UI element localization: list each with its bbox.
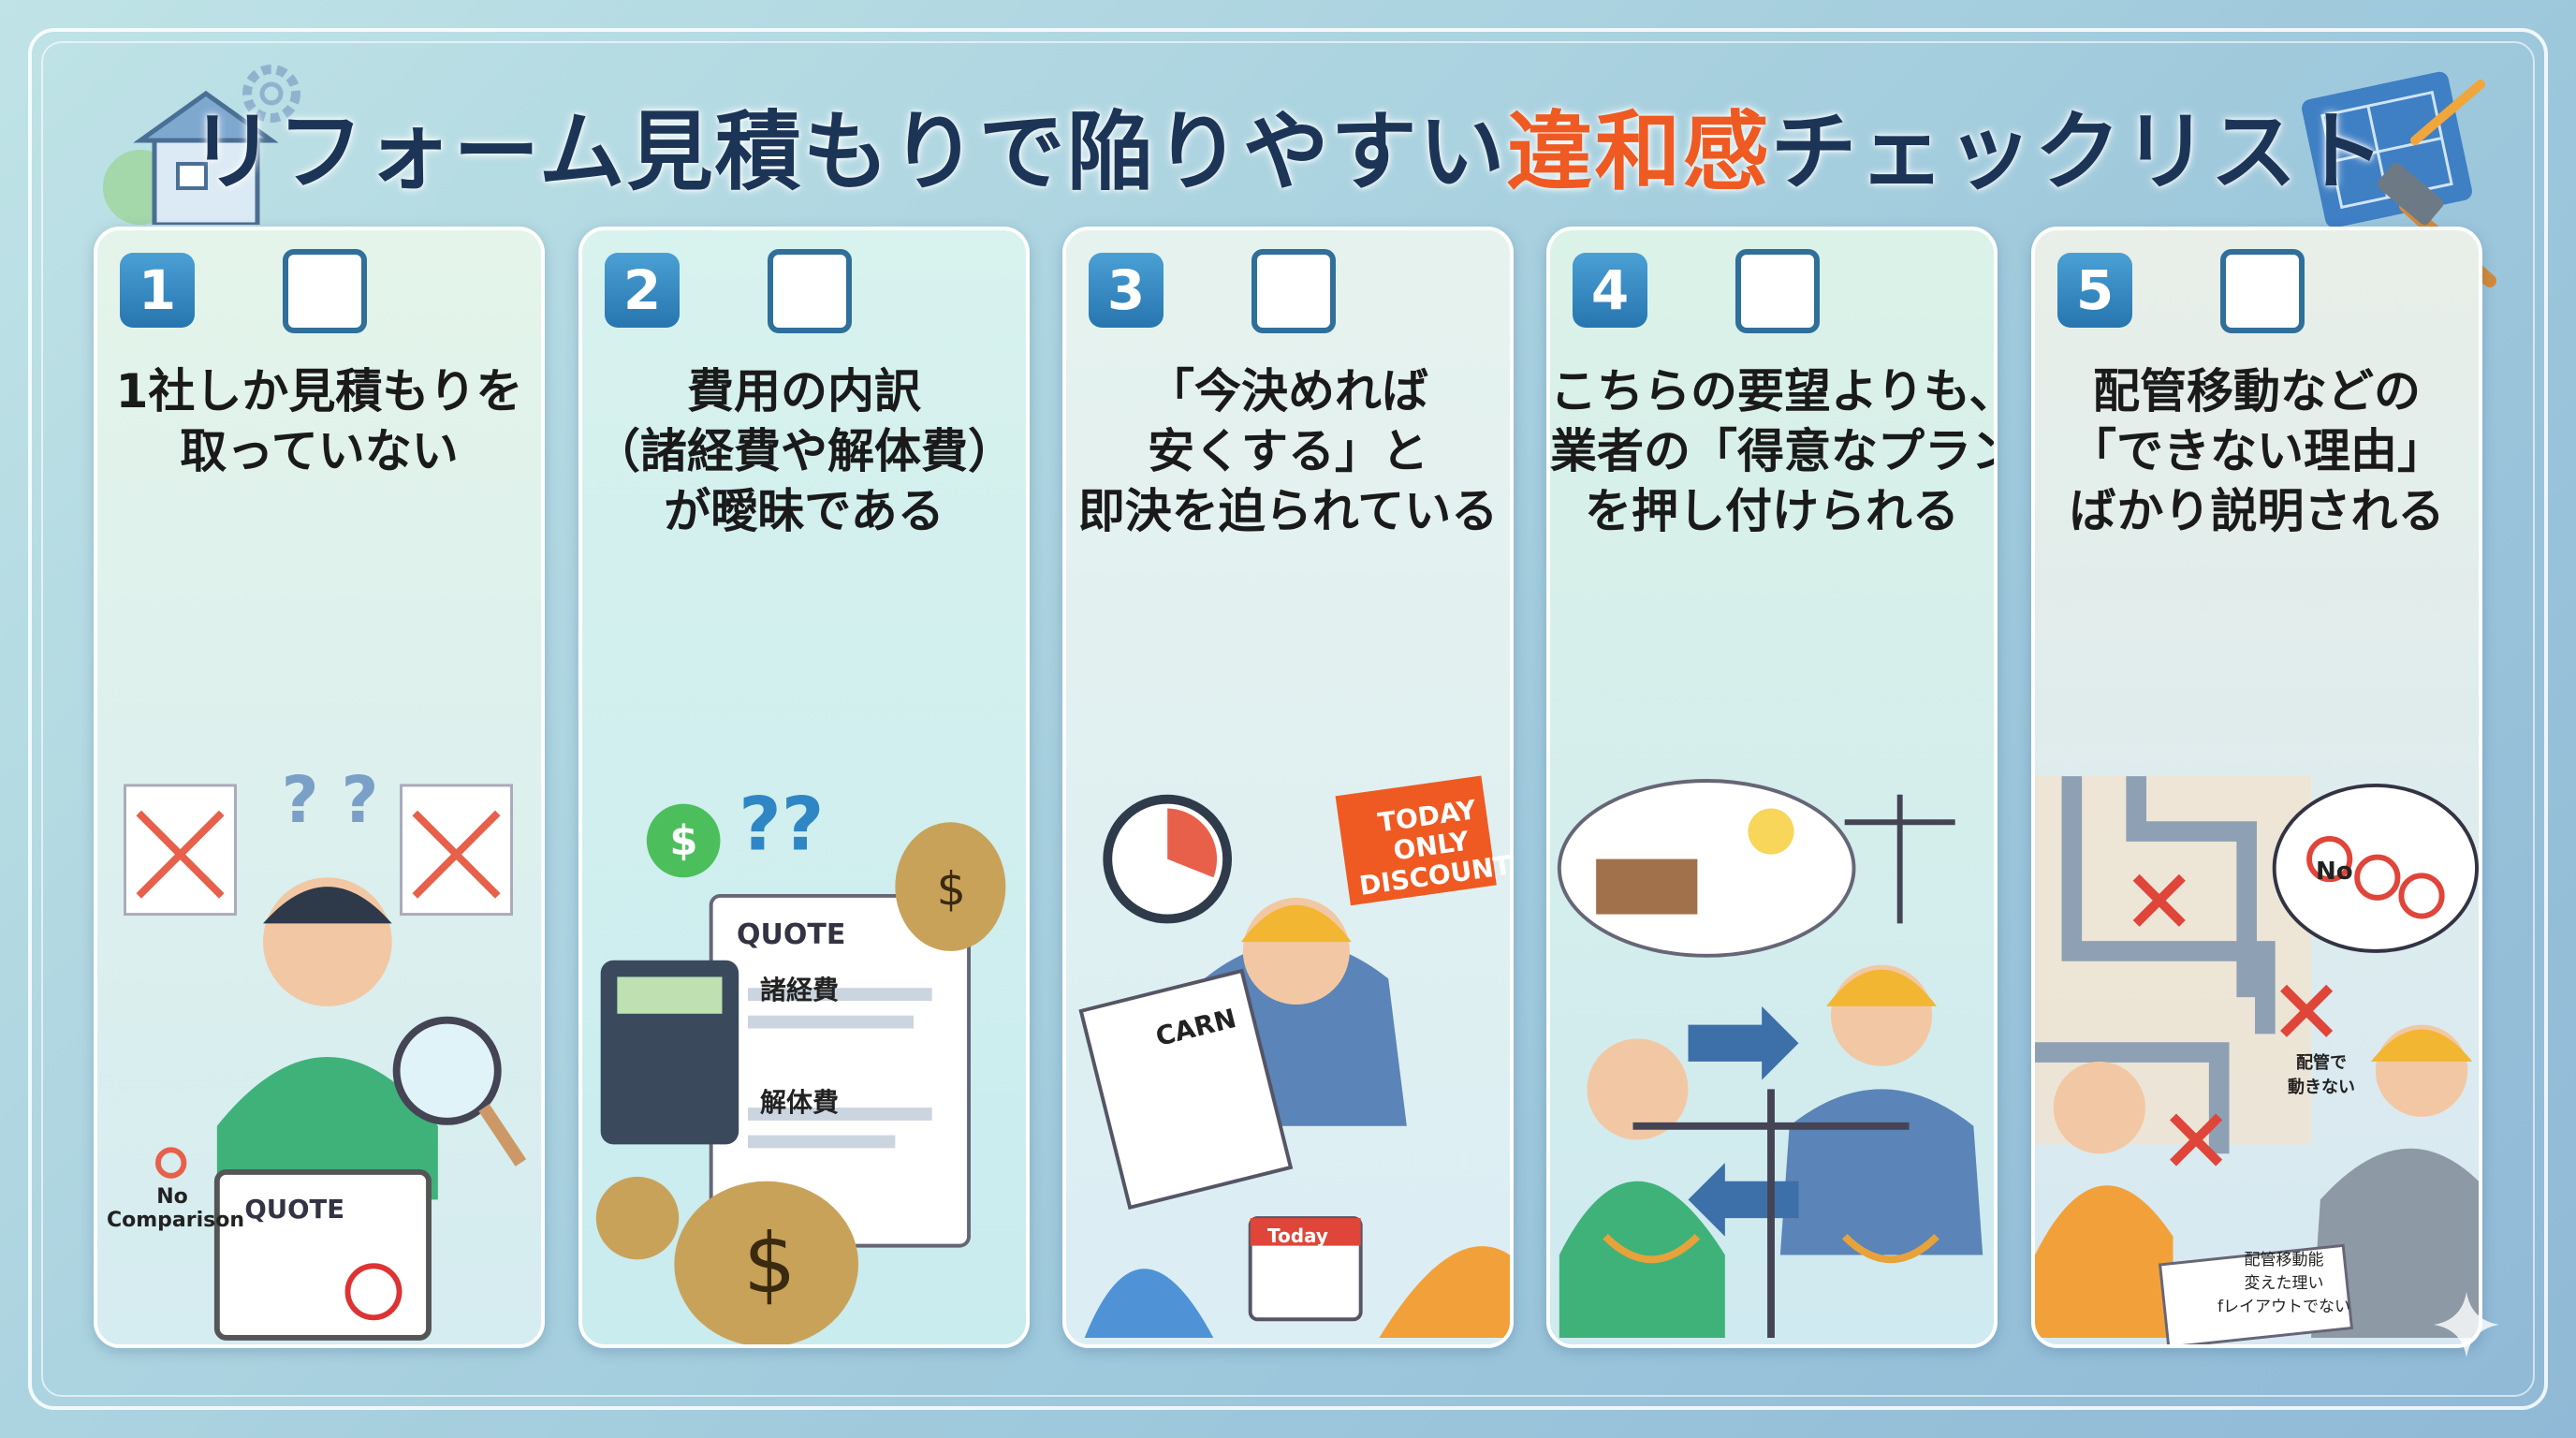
checkbox[interactable] — [768, 249, 852, 333]
crossed-quote-icon — [400, 784, 514, 917]
checkbox[interactable] — [1251, 249, 1336, 333]
money-bag-icon — [595, 1176, 680, 1260]
arrow-icon — [1688, 1005, 1799, 1080]
no-sign-icon — [2306, 835, 2445, 919]
item-heading: 費用の内訳（諸経費や解体費）が曖昧である — [593, 364, 1015, 538]
demolition-cost-label: 解体費 — [760, 1087, 840, 1118]
item-number-badge: 5 — [2057, 253, 2132, 328]
inner-frame — [41, 41, 2535, 1397]
checkbox[interactable] — [1735, 249, 1820, 333]
sparkle-icon — [2434, 1292, 2499, 1357]
svg-text:? ?: ? ? — [282, 763, 379, 838]
item-heading: こちらの要望よりも、業者の「得意なプラン」を押し付けられる — [1550, 364, 1998, 538]
item-heading: 配管移動などの「できない理由」ばかり説明される — [2069, 364, 2445, 538]
item-number-badge: 4 — [1573, 253, 1647, 328]
checklist-card-2: 2 費用の内訳（諸経費や解体費）が曖昧である $ ?? $ $ QUOTE 諸経… — [578, 227, 1030, 1348]
svg-text:??: ?? — [739, 782, 824, 868]
crossed-quote-icon — [124, 784, 237, 917]
money-bag-icon — [895, 822, 1006, 951]
no-comparison-label: No Comparison — [107, 1185, 245, 1232]
dollar-coin-icon — [646, 803, 721, 878]
quote-label: QUOTE — [244, 1195, 344, 1225]
title-main: リフォーム見積もりで陥りやすい — [189, 102, 1507, 202]
item-number-badge: 2 — [605, 253, 680, 328]
no-sign-label: No — [2316, 858, 2353, 886]
illustration-cannot-reasons — [2035, 776, 2479, 1344]
illustration-vague-breakdown: $ ?? $ $ — [595, 782, 1006, 1344]
title-highlight: 違和感 — [1506, 102, 1771, 202]
cross-mark-icon — [2170, 1113, 2223, 1167]
cross-mark-icon — [2280, 984, 2334, 1037]
lightbulb-icon — [1748, 808, 1794, 855]
svg-text:$: $ — [743, 1215, 796, 1312]
caption-label: 配管移動能 変えた理い fレイアウトでない — [2217, 1251, 2350, 1316]
svg-text:$: $ — [669, 818, 697, 865]
balance-scale-icon — [1603, 1089, 1939, 1338]
item-heading: 1社しか見積もりを取っていない — [115, 364, 523, 478]
worker-speech-label: 配管で 動きない — [2288, 1053, 2355, 1097]
illustration-pushed-plan — [1557, 779, 1983, 1338]
arrow-icon — [1688, 1163, 1799, 1237]
checklist-card-1: 1 1社しか見積もりを取っていない ? ? QUOTE No Compariso… — [94, 227, 545, 1348]
title-tail: チェックリスト — [1770, 102, 2387, 202]
money-bag-icon — [674, 1181, 858, 1344]
cross-mark-icon — [2132, 873, 2186, 927]
checklist-card-5: 5 配管移動などの「できない理由」ばかり説明される No 配管で 動きない 配管… — [2031, 227, 2482, 1348]
calendar-today-label: Today — [1267, 1225, 1328, 1247]
item-number-badge: 1 — [120, 253, 195, 328]
checkbox[interactable] — [2220, 249, 2305, 333]
speech-bubble — [2272, 783, 2479, 953]
illustration-single-quote: ? ? QUOTE — [124, 763, 527, 1341]
checkbox[interactable] — [283, 249, 367, 333]
balance-scale-icon — [1844, 794, 1955, 924]
svg-text:$: $ — [937, 862, 966, 917]
item-number-badge: 3 — [1089, 253, 1164, 328]
misc-expenses-label: 諸経費 — [760, 975, 840, 1005]
illustration-pressure-sale — [1078, 775, 1510, 1338]
gear-icon — [242, 65, 300, 123]
quote-label: QUOTE — [737, 918, 846, 951]
outer-frame — [28, 28, 2548, 1410]
page-title: リフォーム見積もりで陥りやすい違和感チェックリスト — [0, 82, 2576, 207]
discount-sign — [1335, 775, 1497, 906]
house-icon — [103, 90, 279, 225]
checklist-card-4: 4 こちらの要望よりも、業者の「得意なプラン」を押し付けられる — [1546, 227, 1998, 1348]
item-heading: 「今決めれば安くする」と即決を迫られている — [1077, 364, 1499, 538]
checklist-card-3: 3 「今決めれば安くする」と即決を迫られている TODAY ONLY DISCO… — [1062, 227, 1514, 1348]
